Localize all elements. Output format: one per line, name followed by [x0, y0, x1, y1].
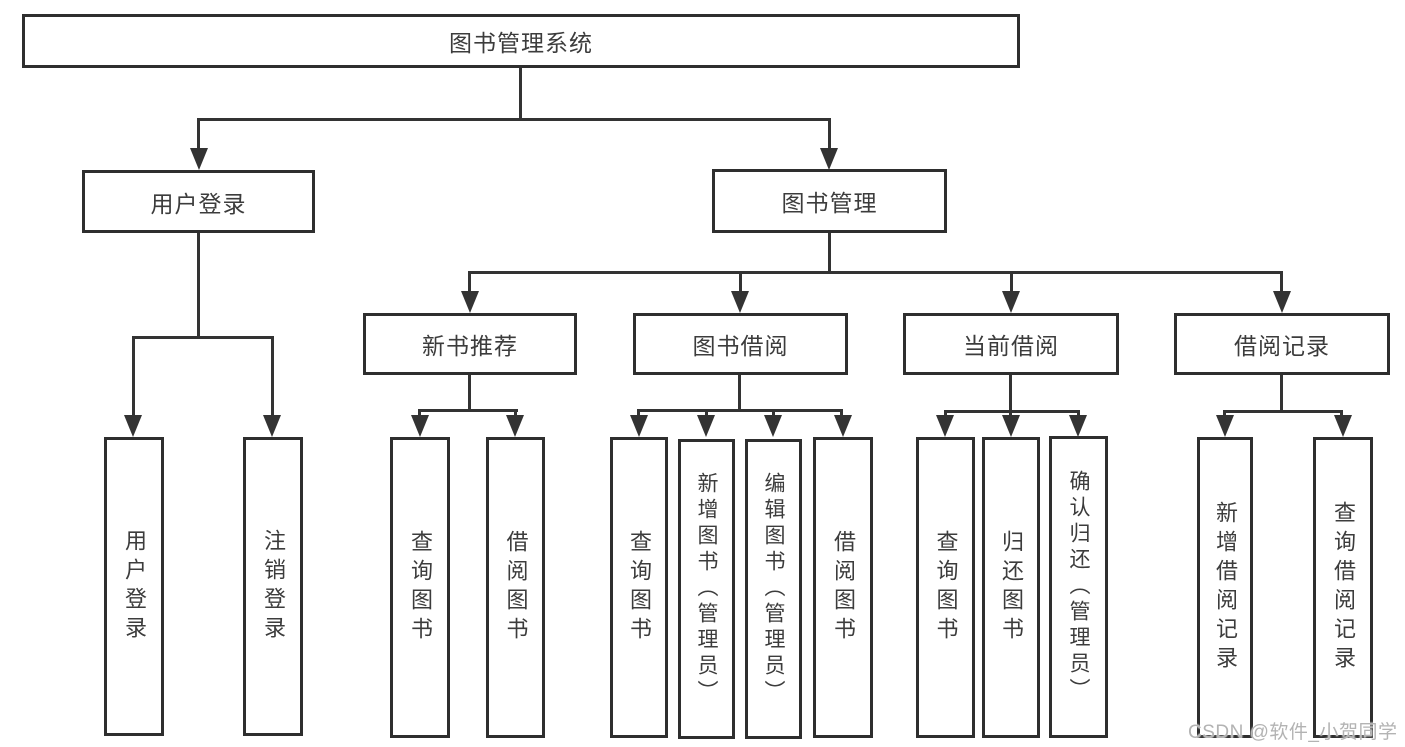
arrow-to-book-borrow [731, 291, 749, 313]
connector-newbook-drop-1 [418, 409, 421, 419]
connector-bookmgmt-rail [468, 271, 1283, 274]
connector-bookmgmt-drop-3 [1010, 271, 1013, 295]
arrow-to-new-book-recommend [461, 291, 479, 313]
arrow-to-leaf-borrow-book-2 [834, 415, 852, 437]
leaf-edit-book-admin-label: 编辑图书（管理员） [762, 472, 785, 706]
connector-bookborrow-rail [637, 409, 843, 412]
leaf-borrow-book-2: 借阅图书 [813, 437, 873, 738]
arrow-to-leaf-confirm-return [1069, 415, 1087, 437]
leaf-logout: 注销登录 [243, 437, 303, 736]
connector-newbook-drop-2 [514, 409, 517, 419]
connector-borrowrecord-rail [1223, 410, 1343, 413]
node-user-login: 用户登录 [82, 170, 315, 233]
node-current-borrow-label: 当前借阅 [963, 333, 1059, 359]
arrow-to-leaf-user-login [124, 415, 142, 437]
leaf-query-borrow-record-label: 查询借阅记录 [1331, 500, 1356, 675]
arrow-to-leaf-query-book-1 [411, 415, 429, 437]
arrow-to-leaf-query-book-2 [630, 415, 648, 437]
connector-bookmgmt-drop-2 [739, 271, 742, 295]
connector-borrowrecord-drop-1 [1223, 410, 1226, 419]
connector-borrowrecord-stem [1280, 375, 1283, 413]
leaf-logout-label: 注销登录 [261, 528, 286, 645]
connector-bookborrow-drop-2 [705, 409, 708, 419]
connector-userlogin-rail [132, 336, 273, 339]
arrow-to-leaf-add-book [697, 415, 715, 437]
node-book-management-label: 图书管理 [781, 190, 878, 216]
leaf-borrow-book-1: 借阅图书 [486, 437, 545, 738]
leaf-query-book-1: 查询图书 [390, 437, 450, 738]
node-borrow-record: 借阅记录 [1174, 313, 1390, 375]
node-borrow-record-label: 借阅记录 [1234, 333, 1330, 359]
leaf-add-borrow-record-label: 新增借阅记录 [1213, 500, 1238, 675]
connector-userlogin-drop-2 [271, 336, 274, 416]
node-new-book-recommend-label: 新书推荐 [422, 333, 518, 359]
leaf-confirm-return-admin-label: 确认归还（管理员） [1067, 470, 1090, 704]
leaf-add-borrow-record: 新增借阅记录 [1197, 437, 1253, 738]
node-book-borrow-label: 图书借阅 [692, 333, 789, 359]
leaf-query-book-2-label: 查询图书 [627, 529, 652, 646]
connector-bookmgmt-drop-4 [1280, 271, 1283, 295]
connector-currentborrow-drop-2 [1009, 410, 1012, 419]
arrow-to-leaf-edit-book [764, 415, 782, 437]
arrow-to-leaf-add-record [1216, 415, 1234, 437]
connector-newbook-stem [468, 375, 471, 412]
node-user-login-label: 用户登录 [150, 190, 247, 217]
leaf-borrow-book-2-label: 借阅图书 [831, 529, 856, 646]
leaf-add-book-admin-label: 新增图书（管理员） [695, 472, 718, 706]
leaf-user-login: 用户登录 [104, 437, 164, 736]
leaf-query-book-1-label: 查询图书 [408, 529, 433, 646]
connector-currentborrow-drop-1 [944, 410, 947, 419]
connector-bookborrow-drop-4 [840, 409, 843, 419]
connector-newbook-rail [418, 409, 518, 412]
node-new-book-recommend: 新书推荐 [363, 313, 577, 375]
arrow-to-leaf-logout [263, 415, 281, 437]
leaf-return-book: 归还图书 [982, 437, 1040, 738]
arrow-to-leaf-query-record [1334, 415, 1352, 437]
arrow-to-leaf-borrow-book-1 [506, 415, 524, 437]
connector-bookborrow-drop-1 [637, 409, 640, 419]
connector-bookborrow-drop-3 [772, 409, 775, 419]
connector-borrowrecord-drop-2 [1340, 410, 1343, 419]
node-root: 图书管理系统 [22, 14, 1020, 68]
connector-root-drop-right [828, 118, 831, 151]
arrow-to-book-management [820, 148, 838, 170]
arrow-to-leaf-query-book-3 [936, 415, 954, 437]
node-book-management: 图书管理 [712, 169, 947, 233]
connector-root-rail [197, 118, 831, 121]
connector-currentborrow-stem [1009, 375, 1012, 413]
connector-userlogin-stem [197, 233, 200, 336]
leaf-confirm-return-admin: 确认归还（管理员） [1049, 436, 1108, 738]
leaf-borrow-book-1-label: 借阅图书 [503, 529, 529, 646]
leaf-user-login-label: 用户登录 [122, 528, 147, 645]
arrow-to-user-login [190, 148, 208, 170]
connector-bookborrow-stem [738, 375, 741, 412]
leaf-query-book-3-label: 查询图书 [933, 529, 959, 646]
leaf-query-borrow-record: 查询借阅记录 [1313, 437, 1373, 738]
connector-bookmgmt-stem [828, 233, 831, 274]
node-root-label: 图书管理系统 [449, 30, 593, 56]
leaf-return-book-label: 归还图书 [999, 529, 1024, 646]
connector-currentborrow-drop-3 [1077, 410, 1080, 419]
arrow-to-current-borrow [1002, 291, 1020, 313]
connector-bookmgmt-drop-1 [468, 271, 471, 295]
leaf-query-book-2: 查询图书 [610, 437, 668, 738]
connector-root-drop-left [197, 118, 200, 151]
connector-userlogin-drop-1 [132, 336, 135, 416]
connector-root-stem [519, 68, 522, 120]
leaf-edit-book-admin: 编辑图书（管理员） [745, 439, 802, 739]
node-book-borrow: 图书借阅 [633, 313, 848, 375]
node-current-borrow: 当前借阅 [903, 313, 1119, 375]
csdn-watermark: CSDN @软件_小贺同学 [1188, 722, 1398, 743]
leaf-add-book-admin: 新增图书（管理员） [678, 439, 735, 739]
arrow-to-leaf-return-book [1002, 415, 1020, 437]
leaf-query-book-3: 查询图书 [916, 437, 975, 738]
connector-currentborrow-rail [944, 410, 1080, 413]
arrow-to-borrow-record [1273, 291, 1291, 313]
